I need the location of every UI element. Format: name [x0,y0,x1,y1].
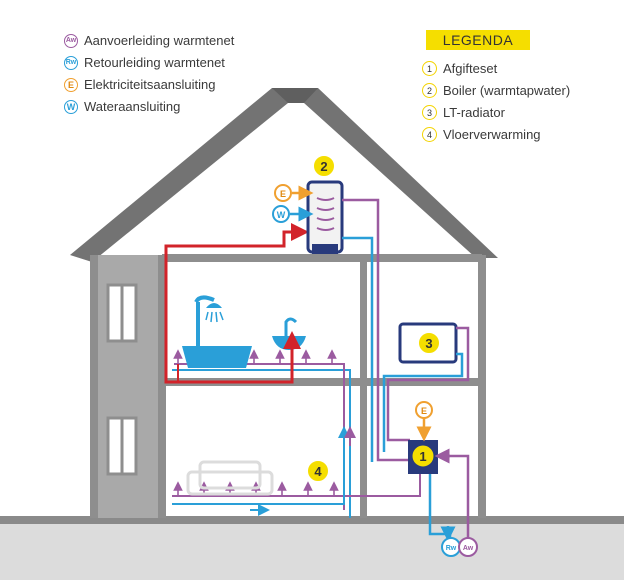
legend-label-3: LT-radiator [443,105,505,120]
legend-label-1: Afgifteset [443,61,498,76]
marker-4-circle [306,459,330,483]
first-floor [162,378,482,386]
boiler [306,180,344,254]
downstairs-floor-pipe-return [172,430,345,505]
faucet-icon [284,317,298,336]
legend-label-e: Elektriciteitsaansluiting [84,77,216,92]
sink [272,336,306,350]
outer-wall-right [478,255,486,518]
marker-3-label: 3 [425,336,432,351]
legend-item-4: 4 Vloerverwarming [422,127,541,142]
roof-ridge [272,88,318,103]
boiler-return-pipe [342,236,374,462]
legend-title: LEGENDA [426,30,530,50]
radiator-supply-pipe [386,326,470,442]
num-badge-icon: 4 [422,127,437,142]
legend-label-rw: Retourleiding warmtenet [84,55,225,70]
unit-e-label: E [421,406,427,416]
boiler-supply-pipe [342,198,410,462]
marker-4-label: 4 [314,464,322,479]
legend-item-3: 3 LT-radiator [422,105,505,120]
ground-fill [0,518,624,580]
sofa [186,460,274,496]
marker-2-label: 2 [320,159,327,174]
legend-label-4: Vloerverwarming [443,127,541,142]
marker-1-label: 1 [419,449,426,464]
boiler-w-label: W [277,210,286,220]
marker-3-circle [417,331,441,355]
rw-label: Rw [446,545,457,552]
attic-floor [162,254,482,262]
legend-label-w: Wateraansluiting [84,99,181,114]
inner-divider [360,258,367,518]
legend-item-w: W Wateraansluiting [64,99,180,114]
boiler-coil [316,197,335,231]
shower-head-icon [206,303,222,308]
num-badge-icon: 3 [422,105,437,120]
inner-wall-left [158,255,166,518]
legend-item-aw: Aw Aanvoerleiding warmtenet [64,33,234,48]
legend-item-1: 1 Afgifteset [422,61,497,76]
boiler-e-label: E [280,189,286,199]
roof [70,88,498,262]
aw-label: Aw [463,545,474,552]
shower-spray [205,311,224,323]
unit-e-badge-icon [415,401,433,419]
marker-1-circle [411,444,435,468]
downstairs-floor-pipe-supply [172,470,421,497]
legend-item-rw: Rw Retourleiding warmtenet [64,55,225,70]
ground-line [0,516,624,524]
e-badge-icon: E [64,77,78,92]
marker-2-circle [312,154,336,178]
aw-badge-icon: Aw [64,33,78,48]
outer-wall-left [90,255,98,518]
boiler-e-badge-icon [274,184,292,202]
aw-badge-icon [458,537,478,557]
legend-label-aw: Aanvoerleiding warmtenet [84,33,235,48]
boiler-w-badge-icon [272,205,290,223]
legend-item-2: 2 Boiler (warmtapwater) [422,83,570,98]
radiator-return-pipe [382,352,464,452]
legend-label-2: Boiler (warmtapwater) [443,83,571,98]
rw-badge-icon: Rw [64,55,78,70]
w-badge-icon: W [64,99,78,114]
upstairs-floor-pipe-return [172,369,351,518]
num-badge-icon: 1 [422,61,437,76]
bathtub [182,346,252,368]
num-badge-icon: 2 [422,83,437,98]
legend-item-e: E Elektriciteitsaansluiting [64,77,216,92]
